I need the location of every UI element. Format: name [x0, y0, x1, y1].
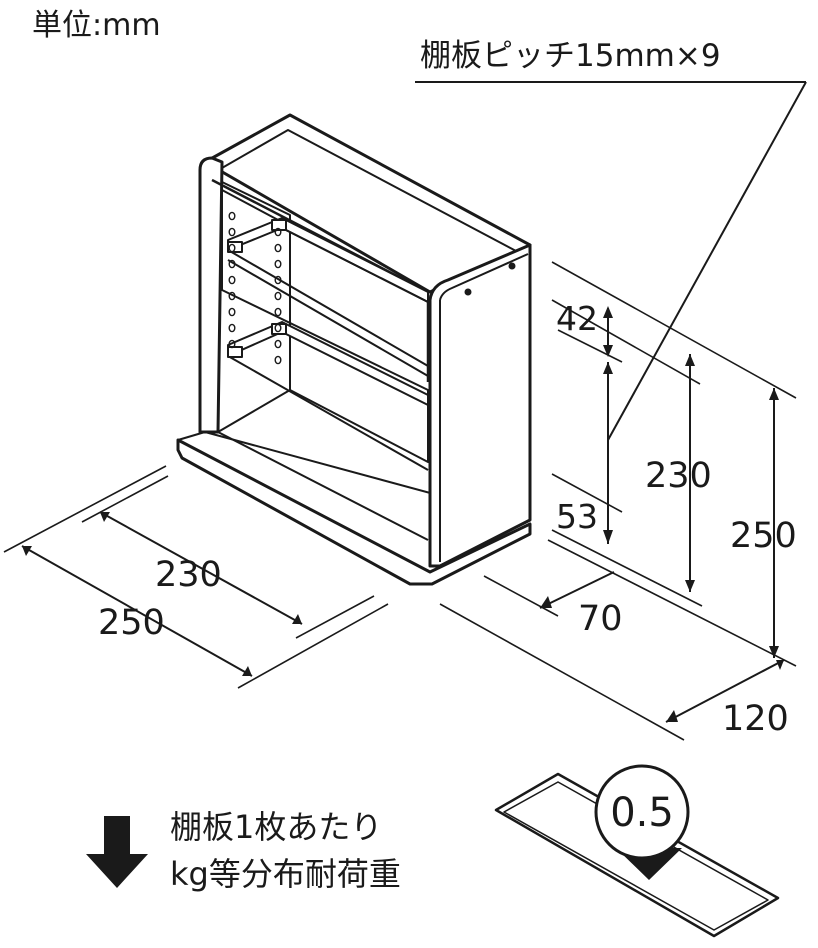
peg-hole	[274, 259, 282, 269]
peg-hole	[274, 355, 282, 365]
dim-bottom-gap: 53	[556, 497, 598, 536]
down-arrow-icon	[86, 816, 148, 888]
peg-hole	[274, 323, 282, 333]
dim-inner-height: 230	[645, 456, 712, 496]
peg-holes	[228, 211, 282, 365]
left-side-panel	[198, 156, 224, 434]
peg-hole	[228, 275, 236, 285]
dim-top-gap: 42	[556, 299, 598, 338]
dim-shelf-depth: 70	[578, 599, 623, 639]
peg-hole	[228, 291, 236, 301]
peg-hole	[274, 307, 282, 317]
shelf-board-illustration: 0.5	[494, 764, 780, 938]
load-note: 棚板1枚あたり kg等分布耐荷重	[86, 808, 401, 893]
pitch-callout: 棚板ピッチ15mm×9	[415, 38, 807, 441]
load-note-line2: kg等分布耐荷重	[170, 855, 401, 893]
dim-outer-width: 250	[98, 603, 165, 643]
dim-outer-depth: 120	[722, 699, 789, 739]
pitch-label: 棚板ピッチ15mm×9	[420, 38, 721, 74]
peg-hole	[228, 323, 236, 333]
peg-hole	[274, 291, 282, 301]
depth-dimensions: 70 120	[439, 571, 789, 741]
peg-hole	[228, 259, 236, 269]
load-value-badge	[594, 764, 690, 860]
peg-hole	[228, 243, 236, 253]
peg-hole	[274, 275, 282, 285]
peg-hole	[228, 339, 236, 349]
back-wall	[221, 181, 429, 463]
load-note-line1: 棚板1枚あたり	[170, 808, 382, 846]
unit-label: 単位:mm	[32, 8, 161, 43]
peg-hole	[274, 243, 282, 253]
width-dimensions: 230 250	[3, 465, 389, 689]
shelf-unit	[176, 113, 532, 586]
right-side-panel	[428, 243, 532, 568]
dim-inner-width: 230	[155, 555, 222, 595]
peg-hole	[228, 211, 236, 221]
peg-hole	[228, 227, 236, 237]
peg-hole	[274, 339, 282, 349]
load-value: 0.5	[610, 790, 674, 836]
peg-hole	[228, 307, 236, 317]
dim-outer-height: 250	[730, 516, 797, 556]
height-dimensions: 42 53 230 250	[547, 261, 797, 667]
peg-hole	[274, 227, 282, 237]
base-plate	[176, 438, 532, 586]
